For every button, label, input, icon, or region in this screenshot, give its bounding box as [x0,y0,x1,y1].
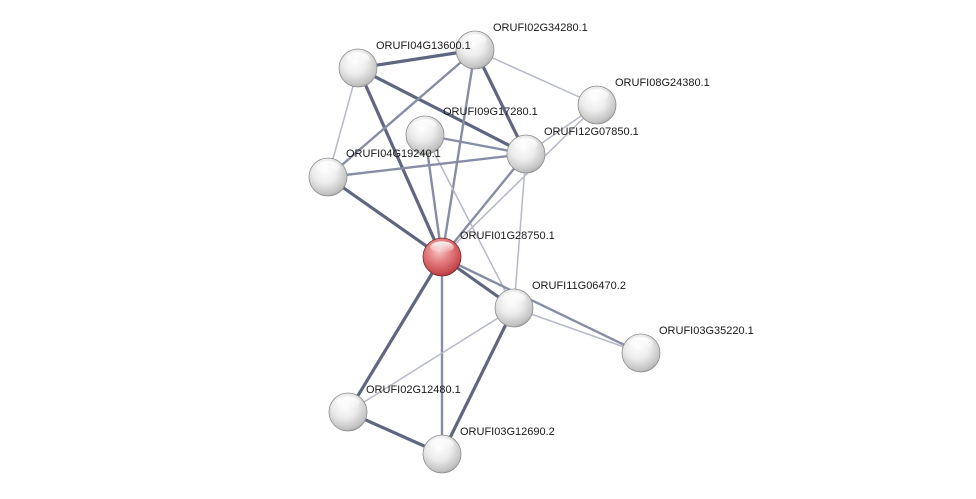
edge-n8-n9[interactable] [513,307,642,354]
node-ORUFI12G07850.1[interactable] [506,134,546,174]
node-label: ORUFI04G19240.1 [346,148,441,160]
node-ORUFI09G17280.1[interactable] [405,115,445,155]
node-label: ORUFI08G24380.1 [615,77,710,89]
node-highlight [585,89,609,101]
node-ORUFI04G19240.1[interactable] [308,157,348,197]
node-label: ORUFI11G06470.2 [532,280,626,292]
node-ORUFI08G24380.1[interactable] [577,85,617,125]
node-ORUFI11G06470.2[interactable] [494,288,534,328]
edge-n3-n2[interactable] [356,48,477,70]
edge-n2-n7[interactable] [326,48,477,179]
edge-n2-n4[interactable] [474,49,598,106]
label-layer: ORUFI01G28750.1 ORUFI02G34280.1ORUFI04G13… [346,22,754,438]
edge-n4-n1[interactable] [441,104,598,258]
node-label: ORUFI04G13600.1 [376,40,471,52]
edge-n3-n1[interactable] [356,66,444,259]
node-ORUFI03G12690.2[interactable] [422,434,462,474]
node-highlight [463,34,487,46]
node-highlight [316,161,340,173]
node-highlight [430,438,454,450]
node-label: ORUFI03G35220.1 [659,325,754,337]
node-ORUFI02G12480.1[interactable] [328,392,368,432]
node-highlight [413,119,437,131]
node-highlight [430,241,454,253]
node-label: ORUFI12G07850.1 [544,126,639,138]
edge-n1-n9[interactable] [440,255,643,355]
node-label: ORUFI02G12480.1 [366,384,461,396]
node-layer [308,30,661,474]
node-label: ORUFI01G28750.1 [460,230,555,242]
edge-n6-n1[interactable] [440,152,528,259]
node-label: ORUFI02G34280.1 [493,22,588,34]
node-ORUFI04G13600.1[interactable] [338,48,378,88]
node-ORUFI02G34280.1[interactable] [455,30,495,70]
node-highlight [336,396,360,408]
node-ORUFI01G28750.1[interactable] [422,237,462,277]
node-highlight [502,292,526,304]
node-ORUFI03G35220.1[interactable] [621,333,661,373]
node-highlight [629,337,653,349]
node-highlight [514,138,538,150]
node-label: ORUFI03G12690.2 [460,426,555,438]
edge-n6-n8[interactable] [513,153,527,309]
edge-n8-n10[interactable] [347,307,515,413]
edge-n7-n1[interactable] [326,175,444,259]
node-highlight [346,52,370,64]
edge-n3-n6[interactable] [356,66,528,156]
edge-n7-n6[interactable] [326,152,528,179]
edge-n5-n1[interactable] [423,133,444,259]
node-label: ORUFI09G17280.1 [443,106,538,118]
edge-n8-n11[interactable] [440,306,516,456]
edge-n2-n1[interactable] [440,48,477,259]
edge-n1-n10[interactable] [346,255,444,414]
